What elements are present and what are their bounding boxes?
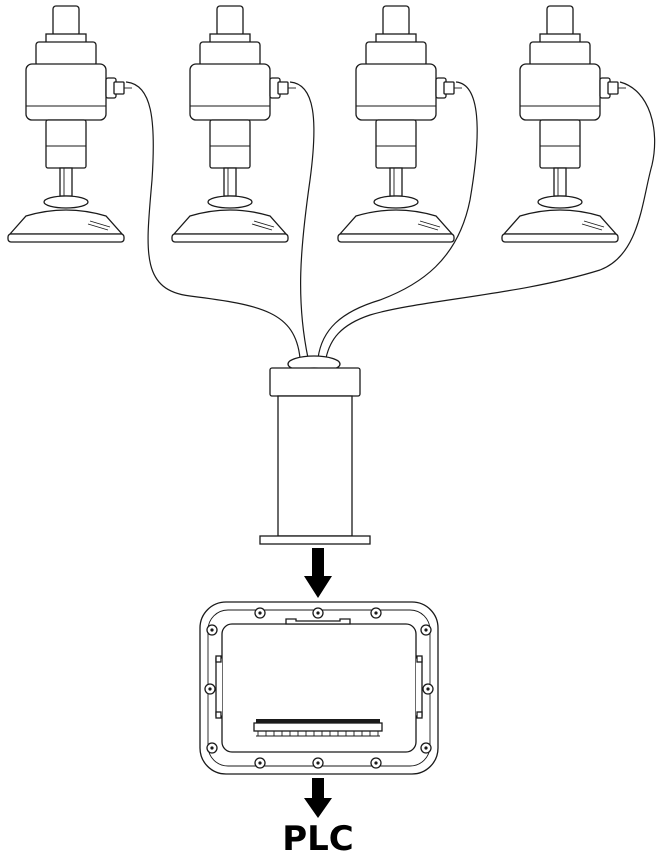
down-arrow <box>304 548 332 598</box>
load-cell-sensor-1 <box>7 5 133 243</box>
enclosure-screws <box>204 607 434 769</box>
cables <box>125 81 656 359</box>
down-arrow <box>304 778 332 818</box>
cable-2 <box>289 81 315 359</box>
junction-box <box>259 355 371 545</box>
plc-label: PLC <box>282 819 354 854</box>
cable-4 <box>325 81 656 359</box>
load-cell-sensor-3 <box>337 5 463 243</box>
cable-1 <box>125 81 301 359</box>
sensor-row <box>7 5 627 243</box>
load-cell-sensor-4 <box>501 5 627 243</box>
terminal-enclosure <box>199 601 439 775</box>
load-cell-sensor-2 <box>171 5 297 243</box>
cable-3 <box>317 81 478 359</box>
terminal-block-strip <box>253 719 383 737</box>
